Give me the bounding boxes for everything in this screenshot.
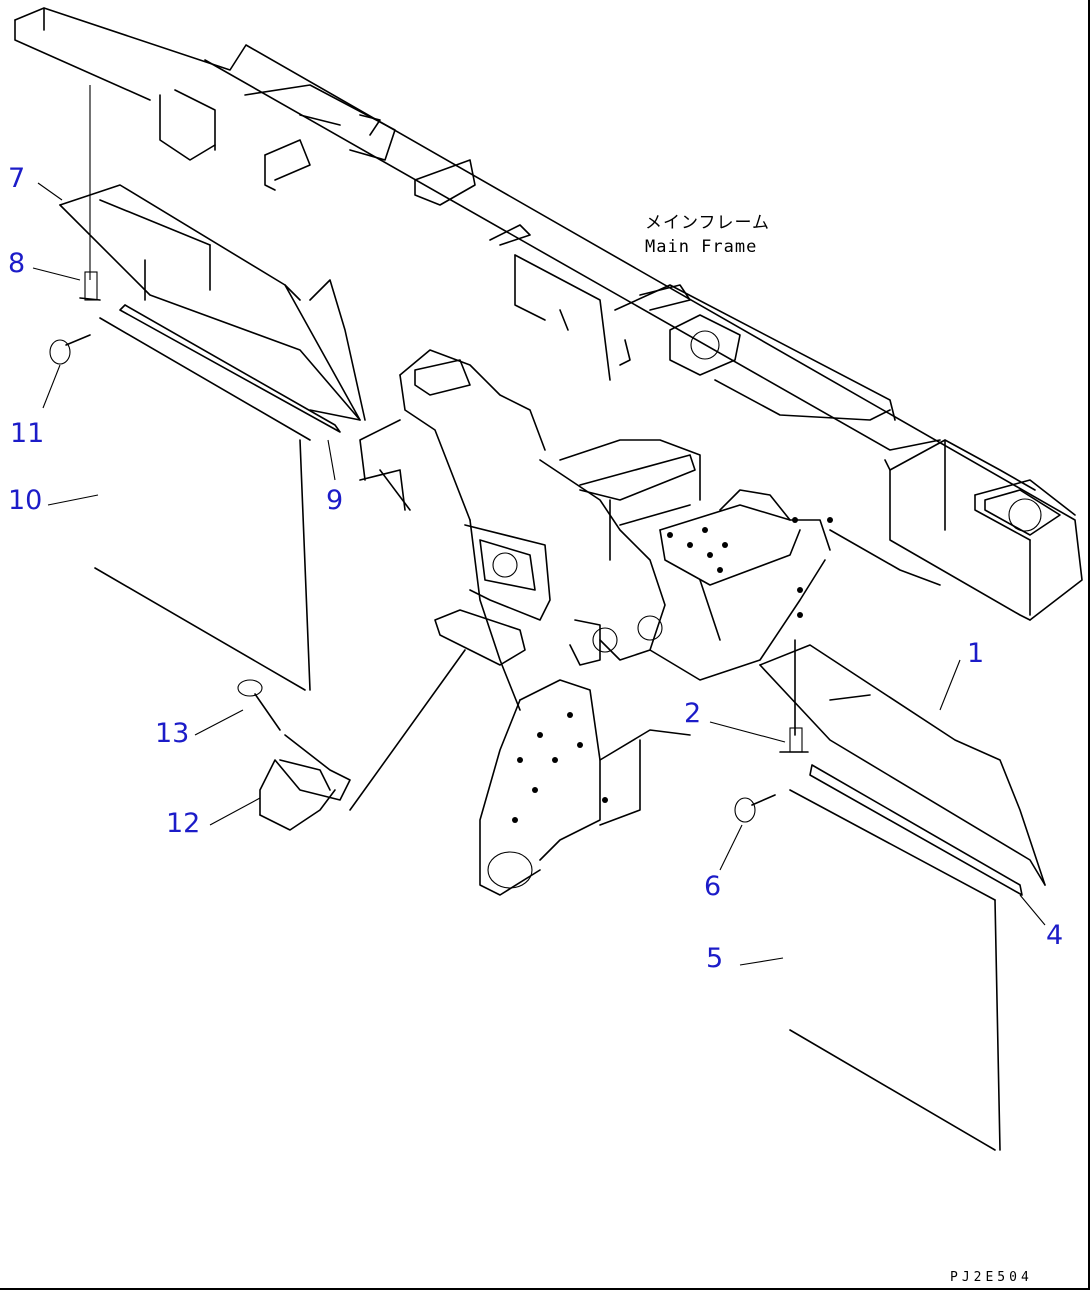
callout-4: 4 [1046, 920, 1064, 951]
right-fender-group [734, 639, 1046, 1151]
callout-2: 2 [684, 698, 702, 729]
center-frame [309, 279, 941, 896]
callout-11: 11 [10, 418, 45, 449]
main-frame-beam [14, 7, 1083, 621]
drawing-code: PJ2E504 [950, 1270, 1033, 1285]
callout-8: 8 [8, 248, 26, 279]
callout-9: 9 [326, 485, 344, 516]
frame-label-japanese: メインフレーム [645, 213, 770, 233]
leader-lines [32, 182, 1046, 966]
callout-6: 6 [704, 871, 722, 902]
callout-7: 7 [8, 163, 26, 194]
callout-5: 5 [706, 943, 724, 974]
left-fender-group [49, 85, 361, 691]
frame-label-english: Main Frame [645, 237, 758, 257]
callout-10: 10 [8, 485, 43, 516]
step-group [237, 679, 351, 831]
callout-13: 13 [155, 718, 190, 749]
callout-1: 1 [967, 638, 985, 669]
callout-12: 12 [166, 808, 201, 839]
